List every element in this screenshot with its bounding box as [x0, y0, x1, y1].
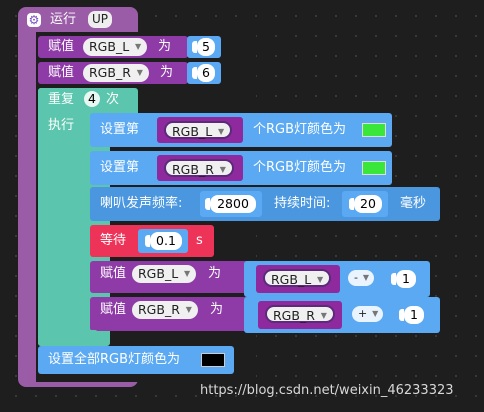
operand-input[interactable]: 1	[399, 306, 424, 324]
assign-eq: 为	[160, 65, 174, 80]
set-suffix: 个RGB灯颜色为	[253, 160, 347, 175]
var-dropdown-rgb-l[interactable]: RGB_L▼	[83, 38, 148, 56]
repeat-bottom-arm	[38, 330, 98, 346]
assign-eq: 为	[158, 39, 172, 54]
operator-dropdown[interactable]: +▼	[352, 306, 384, 322]
watermark-url: https://blog.csdn.net/weixin_46233323	[200, 383, 454, 398]
set-prefix: 设置第	[100, 122, 140, 137]
set-all-label: 设置全部RGB灯颜色为	[48, 352, 181, 367]
duration-unit: 毫秒	[400, 196, 427, 211]
assign-label: 赋值	[100, 302, 127, 317]
assign-label: 赋值	[100, 266, 127, 281]
hat-label: 运行	[50, 12, 77, 27]
assign-label: 赋值	[48, 39, 75, 54]
operand-input[interactable]: 1	[391, 270, 416, 288]
wait-unit: s	[196, 233, 203, 248]
wait-label: 等待	[100, 233, 127, 248]
color-swatch[interactable]	[201, 353, 225, 367]
color-swatch[interactable]	[362, 123, 386, 137]
value-6-input[interactable]: 6	[192, 64, 215, 82]
duration-input[interactable]: 20	[349, 195, 382, 213]
var-dropdown-rgb-l[interactable]: RGB_L▼	[164, 121, 233, 139]
assign-label: 赋值	[48, 65, 75, 80]
freq-input[interactable]: 2800	[205, 195, 256, 213]
gear-icon[interactable]: ⚙	[27, 13, 41, 27]
repeat-count-input[interactable]: 4	[84, 91, 100, 107]
set-prefix: 设置第	[100, 160, 140, 175]
operator-dropdown[interactable]: -▼	[348, 270, 374, 286]
color-swatch[interactable]	[362, 161, 386, 175]
repeat-do-label: 执行	[48, 118, 75, 133]
var-dropdown-rgb-r[interactable]: RGB_R▼	[83, 64, 149, 82]
hat-badge[interactable]: UP	[88, 11, 113, 28]
buzzer-label: 喇叭发声频率:	[100, 196, 183, 211]
var-dropdown-rgb-r[interactable]: RGB_R▼	[265, 305, 335, 323]
duration-label: 持续时间:	[274, 196, 331, 211]
var-dropdown-rgb-l[interactable]: RGB_L▼	[132, 265, 197, 283]
set-suffix: 个RGB灯颜色为	[253, 122, 347, 137]
var-dropdown-rgb-r[interactable]: RGB_R▼	[132, 301, 198, 319]
repeat-unit: 次	[106, 92, 120, 107]
assign-eq: 为	[210, 302, 224, 317]
var-dropdown-rgb-l[interactable]: RGB_L▼	[263, 269, 332, 287]
assign-eq: 为	[208, 266, 222, 281]
repeat-label: 重复	[48, 92, 75, 107]
value-5-input[interactable]: 5	[192, 38, 215, 56]
var-dropdown-rgb-r[interactable]: RGB_R▼	[164, 159, 234, 177]
wait-value-input[interactable]: 0.1	[145, 232, 182, 250]
